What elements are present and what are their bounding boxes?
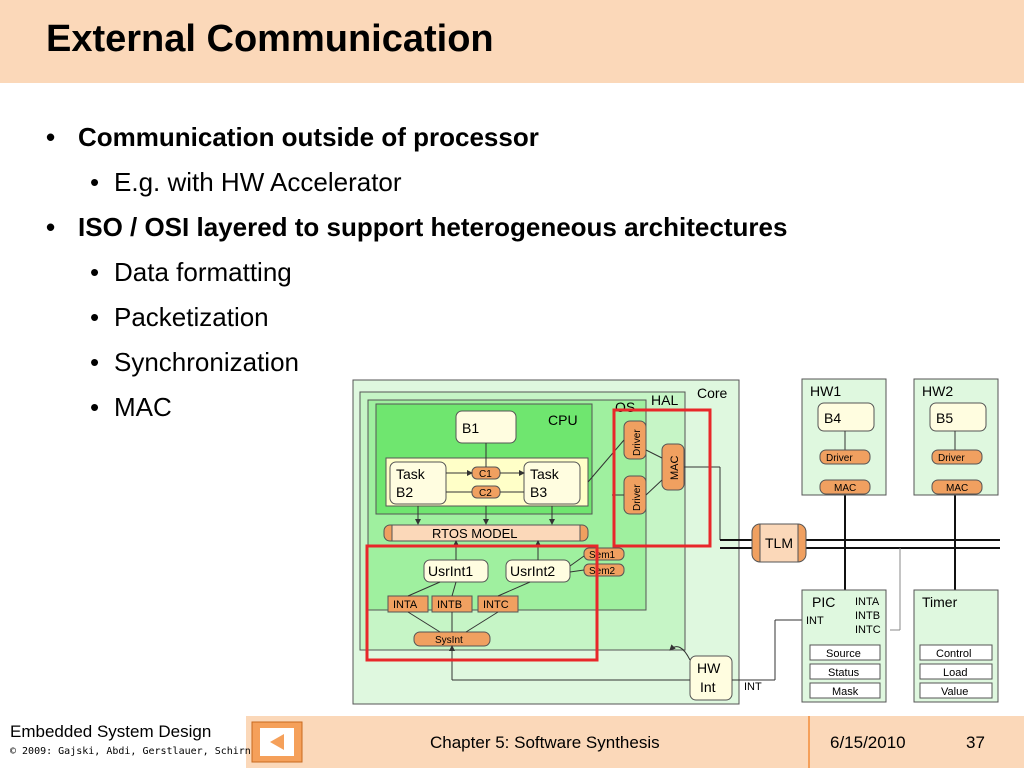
highlight-box-mac: [612, 408, 712, 548]
hw2-driver-label: Driver: [938, 453, 965, 464]
hw1-label: HW1: [810, 383, 841, 399]
link: [645, 479, 663, 496]
timer-control-label: Control: [936, 648, 971, 660]
footer-brand-area: [0, 716, 246, 768]
rtos-model-inner: [391, 524, 581, 542]
footer-date: 6/15/2010: [830, 733, 906, 752]
footer-chapter: Chapter 5: Software Synthesis: [430, 733, 660, 752]
bullet-2: •ISO / OSI layered to support heterogene…: [46, 212, 788, 242]
cpu-label: CPU: [548, 412, 578, 428]
hw1-mac-label: MAC: [834, 483, 856, 494]
mac-label-core: MAC: [669, 456, 681, 481]
pic-intb-label: INTB: [855, 610, 880, 622]
pic-source-label: Source: [826, 648, 861, 660]
link: [569, 555, 585, 567]
hw1-driver-block: [819, 449, 871, 465]
link: [645, 449, 663, 459]
architecture-diagram: Core HAL OS CPU B1 Task B2 Task B3 C1 C2…: [352, 378, 1000, 705]
sem1-block: [583, 547, 625, 561]
footer-copyright: © 2009: Gajski, Abdi, Gerstlauer, Schirn…: [10, 746, 263, 757]
pic-source-reg: [809, 644, 881, 661]
b5-block: [929, 402, 987, 432]
link: [407, 611, 441, 633]
tlm-label: TLM: [765, 535, 793, 551]
tlm-inner: [759, 523, 799, 563]
hw2-mac-label: MAC: [946, 483, 968, 494]
hal-label: HAL: [651, 392, 678, 408]
b4-block: [817, 402, 875, 432]
timer-control-reg: [919, 644, 993, 661]
slide-title: External Communication: [46, 18, 494, 60]
timer-load-label: Load: [943, 667, 967, 679]
usrint2-label: UsrInt2: [510, 563, 555, 579]
hw2-mac-block: [931, 479, 983, 495]
hw2-label: HW2: [922, 383, 953, 399]
channel-c2-label: C2: [479, 488, 492, 499]
task-b3-block: [523, 461, 581, 505]
bullet-1: •Communication outside of processor: [46, 122, 539, 152]
task-b2-label-1: Task: [396, 466, 426, 482]
task-b2-label-2: B2: [396, 484, 413, 500]
bullet-2-4: •MAC: [90, 392, 172, 422]
link: [451, 581, 457, 597]
hw-int-label-2: Int: [700, 679, 716, 695]
footer-page-number: 37: [966, 733, 985, 752]
hw1-driver-label: Driver: [826, 453, 853, 464]
pic-status-label: Status: [828, 667, 860, 679]
link: [669, 644, 691, 661]
core-label: Core: [697, 385, 728, 401]
bullet-1-1: •E.g. with HW Accelerator: [90, 167, 402, 197]
title-bar: [0, 0, 1024, 83]
timer-value-label: Value: [941, 686, 968, 698]
timer-label: Timer: [922, 594, 958, 610]
hw2-box: [913, 378, 999, 496]
sem1-label: Sem1: [589, 550, 616, 561]
task-b3-label-2: B3: [530, 484, 547, 500]
hw-int-label-1: HW: [697, 660, 721, 676]
driver-label-2: Driver: [632, 484, 643, 511]
inta-label: INTA: [393, 599, 418, 611]
timer-load-reg: [919, 663, 993, 680]
pic-status-reg: [809, 663, 881, 680]
timer-value-reg: [919, 682, 993, 699]
hw-int-block: [689, 655, 733, 701]
pic-intc-label: INTC: [855, 624, 881, 636]
b1-label: B1: [462, 420, 479, 436]
intc-label: INTC: [483, 599, 509, 611]
footer-brand: Embedded System Design: [10, 722, 212, 741]
task-b2-block: [389, 461, 447, 505]
os-label: OS: [615, 399, 635, 415]
pic-inta-label: INTA: [855, 596, 880, 608]
usrint1-label: UsrInt1: [428, 563, 473, 579]
link: [497, 581, 531, 597]
footer-divider: [808, 716, 810, 768]
link: [465, 611, 499, 633]
link: [407, 581, 441, 597]
task-b3-label-1: Task: [530, 466, 560, 482]
bullet-2-2: •Packetization: [90, 302, 269, 332]
pic-mask-reg: [809, 682, 881, 699]
logo-icon: [251, 721, 303, 763]
link: [569, 569, 585, 573]
bullet-2-3: •Synchronization: [90, 347, 299, 377]
slide-content: •Communication outside of processor •E.g…: [46, 122, 788, 422]
pic-int-label: INT: [806, 615, 824, 627]
sysint-label: SysInt: [435, 635, 463, 646]
bullet-2-1: •Data formatting: [90, 257, 292, 287]
int-label: INT: [744, 681, 762, 693]
pic-mask-label: Mask: [832, 686, 859, 698]
hw1-mac-block: [819, 479, 871, 495]
b5-label: B5: [936, 410, 953, 426]
hw2-driver-block: [931, 449, 983, 465]
b4-label: B4: [824, 410, 841, 426]
channel-c1-label: C1: [479, 469, 492, 480]
link: [587, 439, 625, 483]
rtos-model-label: RTOS MODEL: [432, 526, 517, 541]
pic-label: PIC: [812, 594, 835, 610]
highlight-box-interrupts: [365, 544, 599, 662]
intb-label: INTB: [437, 599, 462, 611]
hw1-box: [801, 378, 887, 496]
sem2-label: Sem2: [589, 566, 616, 577]
driver-label-1: Driver: [632, 429, 643, 456]
